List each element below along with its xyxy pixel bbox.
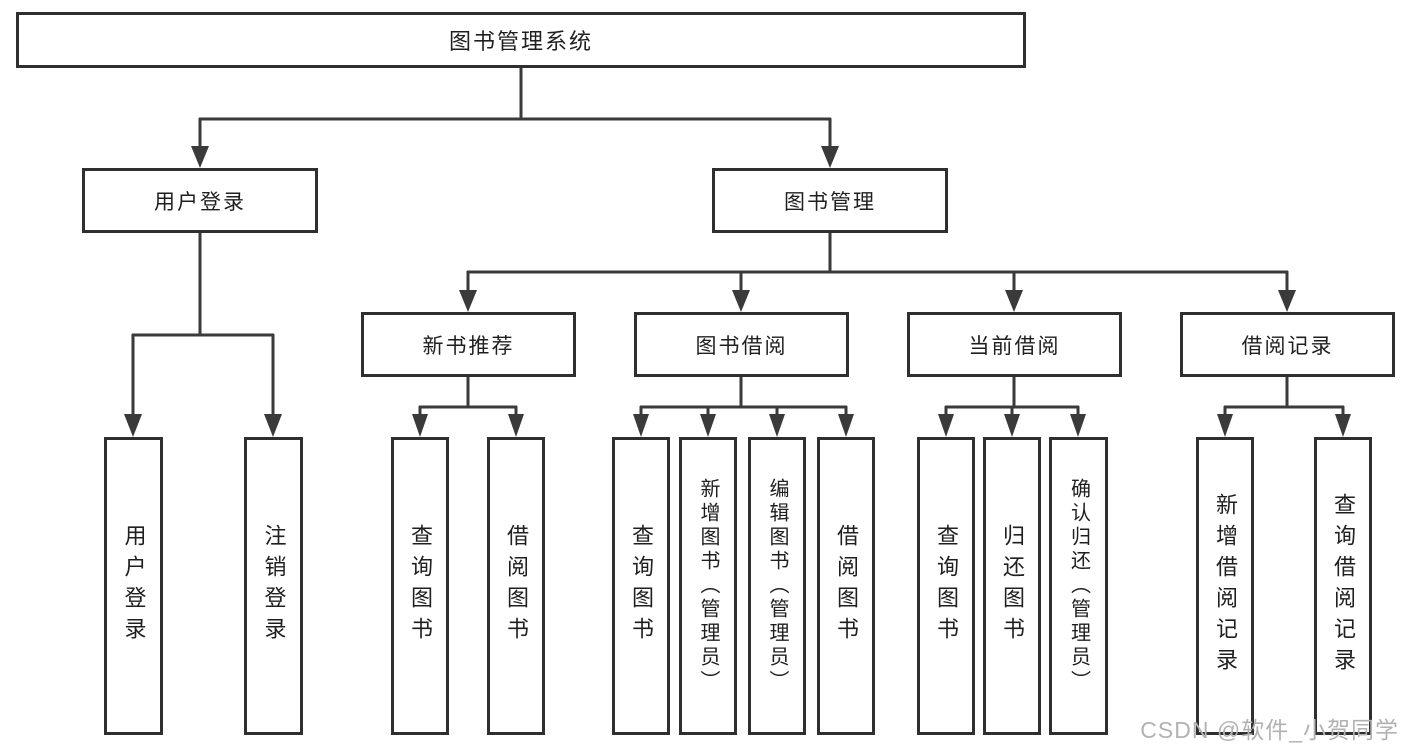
leaf-logout-label: 注销登录 — [261, 524, 287, 648]
node-book-management-label: 图书管理 — [784, 190, 876, 214]
node-current-borrowing: 当前借阅 — [907, 312, 1122, 377]
node-user-login-label: 用户登录 — [154, 190, 246, 214]
node-borrowing-records: 借阅记录 — [1180, 312, 1395, 377]
leaf-query-books-borrowing: 查询图书 — [612, 437, 670, 735]
node-root: 图书管理系统 — [16, 12, 1026, 68]
leaf-return-book-label: 归还图书 — [1000, 524, 1025, 648]
leaf-add-book-admin: 新增图书（管理员） — [679, 437, 737, 735]
node-user-login: 用户登录 — [82, 168, 318, 233]
leaf-query-books-borrowing-label: 查询图书 — [629, 524, 654, 648]
leaf-return-book: 归还图书 — [983, 437, 1041, 735]
leaf-confirm-return-admin-label: 确认归还（管理员） — [1067, 478, 1090, 694]
leaf-borrow-books-borrowing-label: 借阅图书 — [834, 524, 859, 648]
node-root-label: 图书管理系统 — [448, 29, 593, 54]
leaf-add-borrow-record-label: 新增借阅记录 — [1213, 493, 1238, 679]
leaf-edit-book-admin: 编辑图书（管理员） — [748, 437, 806, 735]
leaf-query-borrow-record-label: 查询借阅记录 — [1331, 493, 1356, 679]
node-book-borrowing: 图书借阅 — [634, 312, 849, 377]
node-borrowing-records-label: 借阅记录 — [1241, 334, 1334, 358]
leaf-borrow-books-borrowing: 借阅图书 — [817, 437, 875, 735]
csdn-watermark: CSDN @软件_小贺同学 — [1140, 717, 1399, 743]
leaf-edit-book-admin-label: 编辑图书（管理员） — [766, 478, 788, 694]
node-book-borrowing-label: 图书借阅 — [695, 334, 788, 358]
leaf-user-login-label: 用户登录 — [121, 524, 147, 648]
leaf-query-books-current: 查询图书 — [917, 437, 975, 735]
leaf-query-books-recommend-label: 查询图书 — [408, 524, 433, 648]
node-current-borrowing-label: 当前借阅 — [968, 334, 1061, 358]
leaf-add-borrow-record: 新增借阅记录 — [1196, 437, 1254, 735]
leaf-borrow-books-recommend-label: 借阅图书 — [504, 524, 529, 648]
leaf-confirm-return-admin: 确认归还（管理员） — [1049, 437, 1108, 735]
node-book-management: 图书管理 — [712, 168, 948, 233]
node-new-book-recommend-label: 新书推荐 — [422, 334, 515, 358]
leaf-query-books-recommend: 查询图书 — [391, 437, 449, 735]
leaf-logout: 注销登录 — [244, 437, 303, 735]
leaf-user-login: 用户登录 — [104, 437, 163, 735]
leaf-add-book-admin-label: 新增图书（管理员） — [697, 478, 719, 694]
leaf-query-borrow-record: 查询借阅记录 — [1314, 437, 1372, 735]
leaf-query-books-current-label: 查询图书 — [934, 524, 959, 648]
leaf-borrow-books-recommend: 借阅图书 — [487, 437, 545, 735]
node-new-book-recommend: 新书推荐 — [361, 312, 576, 377]
